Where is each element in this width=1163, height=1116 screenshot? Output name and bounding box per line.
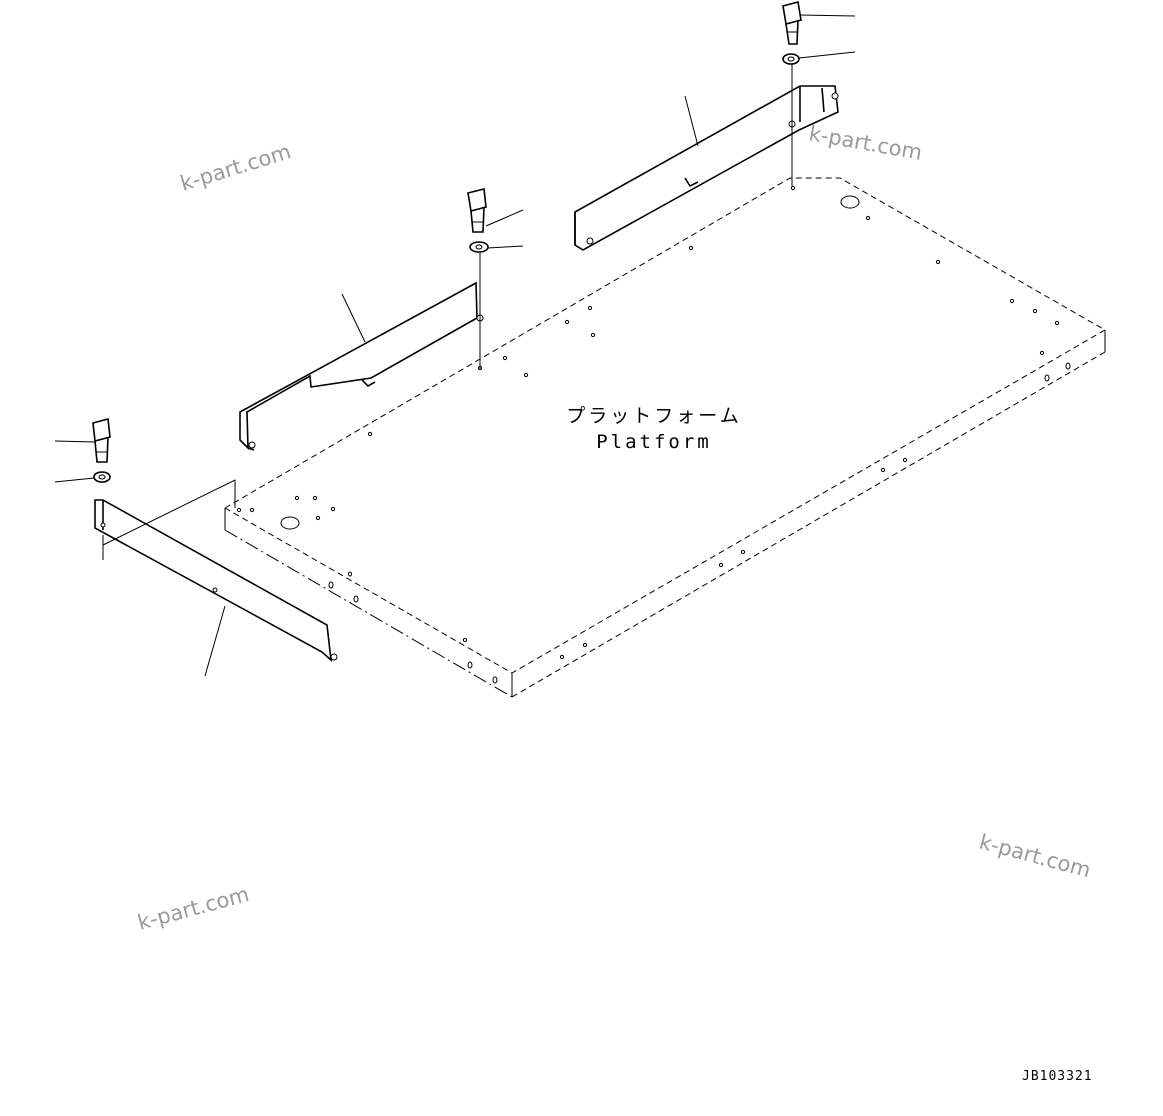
bolt-lower-left	[54, 417, 111, 463]
drawing-code: JB103321	[1022, 1069, 1093, 1084]
platform	[224, 177, 1107, 698]
bolt-middle	[467, 188, 524, 233]
watermark: k-part.com	[177, 139, 293, 195]
watermark: k-part.com	[135, 882, 252, 935]
washer-top-right	[782, 51, 856, 186]
washer-lower-left	[54, 471, 111, 483]
side-holes	[328, 362, 1071, 684]
watermark: k-part.com	[807, 121, 924, 164]
bracket-top-right	[574, 85, 839, 251]
watermark: k-part.com	[977, 830, 1094, 883]
platform-label-en: Platform	[596, 431, 712, 453]
platform-holes	[236, 185, 1060, 660]
bolt-top-right	[782, 1, 856, 45]
platform-label-jp: プラットフォーム	[566, 405, 741, 427]
washer-middle	[469, 241, 524, 370]
bracket-middle	[239, 281, 484, 451]
bracket-lower-left	[94, 479, 338, 677]
